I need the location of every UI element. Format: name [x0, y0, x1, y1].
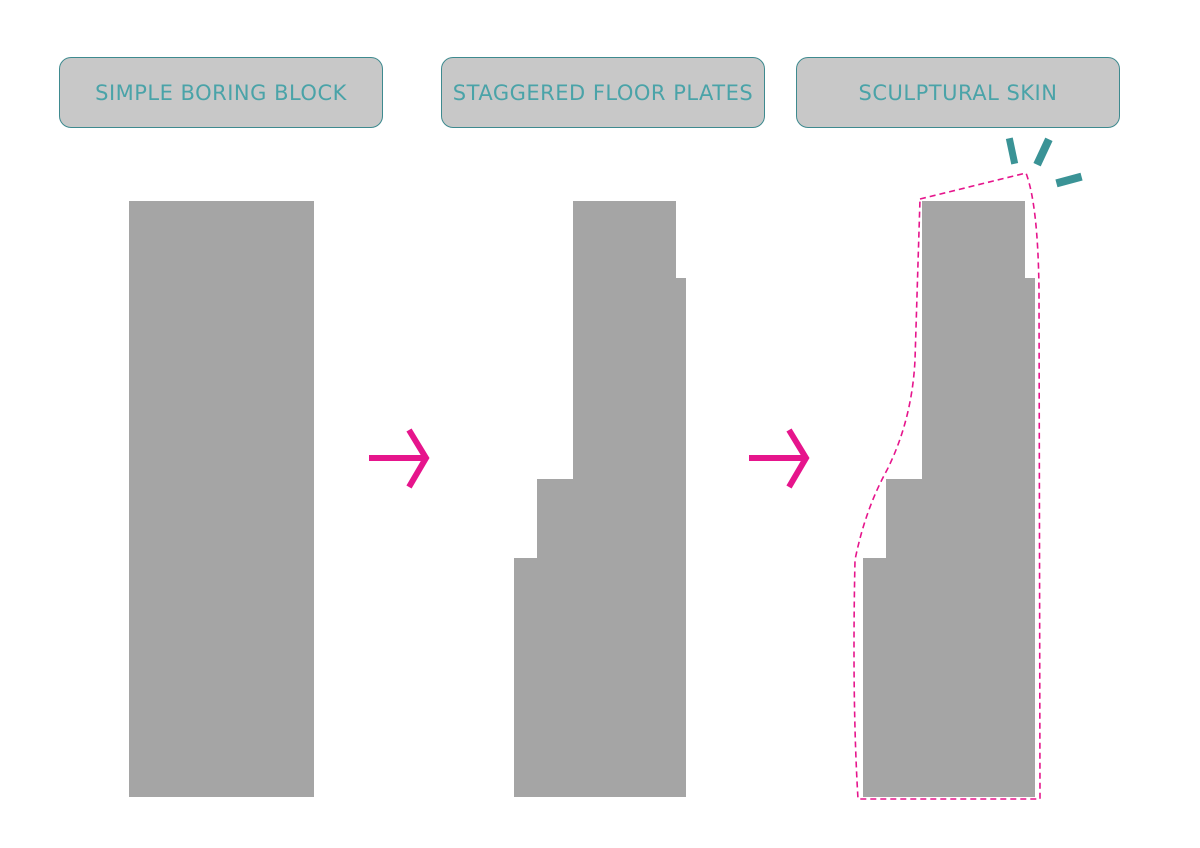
sparkle-mark: [1005, 137, 1019, 165]
label-staggered-floor-plates: STAGGERED FLOOR PLATES: [441, 57, 765, 128]
arrow-right-icon: [749, 428, 810, 489]
label-simple-boring-block: SIMPLE BORING BLOCK: [59, 57, 383, 128]
sparkle-mark: [1055, 172, 1083, 188]
sculptural-block: [863, 201, 1035, 797]
label-sculptural-skin: SCULPTURAL SKIN: [796, 57, 1120, 128]
simple-block: [129, 201, 314, 797]
label-text: STAGGERED FLOOR PLATES: [452, 80, 754, 105]
sparkle-icon: [1005, 137, 1083, 188]
label-text: SIMPLE BORING BLOCK: [95, 80, 347, 105]
arrow-right-icon: [369, 428, 430, 489]
label-text: SCULPTURAL SKIN: [858, 80, 1058, 105]
sparkle-mark: [1033, 137, 1053, 167]
sculptural-skin-outline: [853, 172, 1041, 800]
staggered-block: [514, 201, 686, 797]
